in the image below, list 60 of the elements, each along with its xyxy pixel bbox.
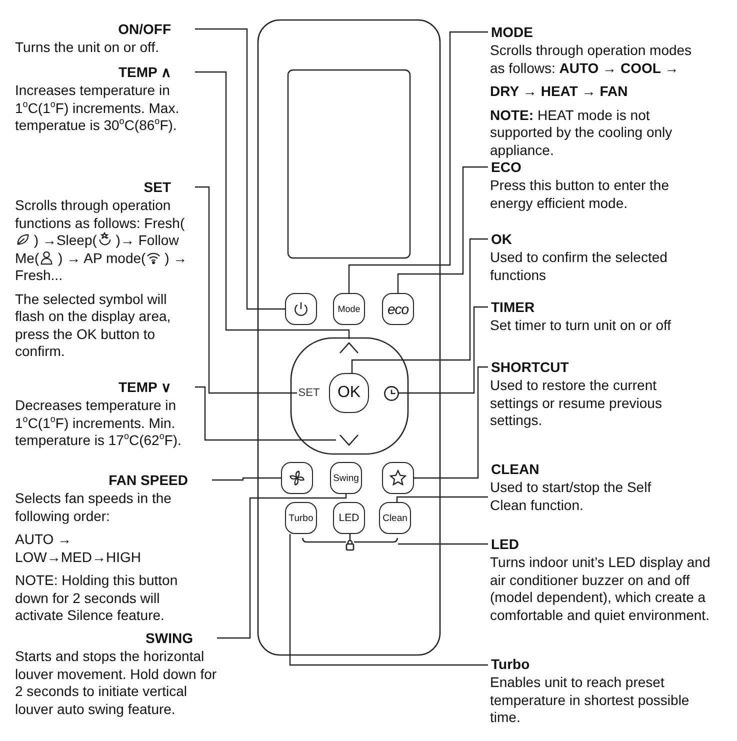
- callout-heading: MODE: [491, 24, 533, 40]
- callout-heading: OK: [491, 231, 512, 247]
- leader-line: [195, 186, 297, 394]
- callout-text: Starts and stops the horizontal louver movement. Hold down for 2 seconds to initiate vertical louver auto swing feature.: [14, 648, 217, 718]
- callout-text: Used to start/stop the Self Clean function.: [489, 479, 652, 514]
- callout-text: AUTO → LOW→MED→HIGH: [14, 531, 142, 566]
- star-button: [382, 462, 414, 494]
- leader-line: [397, 166, 488, 293]
- callout-text: Decreases temperature in 1$^{o}$C(1$^{o}$F) increments. Min. temperature is 17$^{o}$C(62$^{o}$F).: [14, 397, 182, 450]
- callout-heading: TEMP ∧: [118, 64, 171, 80]
- callout-text: Turns indoor unit’s LED display and air conditioner buzzer on and off (model dependent), which create a comfortable and quiet environment.: [489, 554, 712, 624]
- callout-text: The selected symbol will flash on the display area, press the OK button to confirm.: [14, 290, 172, 360]
- callout-text: Selects fan speeds in the following order:: [14, 490, 172, 525]
- leader-line: [195, 28, 285, 310]
- leader-line: [414, 366, 488, 479]
- callout-text: Scrolls through operation modes as follows: AUTO → COOL →: [489, 42, 693, 77]
- leader-line: [396, 496, 488, 502]
- set-label: SET: [297, 386, 321, 400]
- callout-text: Used to restore the current settings or resume previous settings.: [489, 377, 663, 430]
- callout-heading: LED: [491, 536, 519, 552]
- leader-line: [195, 386, 336, 441]
- callout-heading: FAN SPEED: [108, 472, 188, 488]
- leader-line: [348, 31, 488, 293]
- swing-button: Swing: [330, 462, 362, 494]
- leader-line: [289, 534, 488, 666]
- callout-heading: CLEAN: [491, 461, 540, 477]
- turbo-button: Turbo: [285, 502, 317, 534]
- leader-line: [212, 477, 281, 481]
- callout-heading: SWING: [146, 630, 193, 646]
- leader-line: [398, 306, 488, 394]
- clock-icon: [384, 386, 398, 400]
- led-button: LED: [333, 502, 365, 534]
- callout-text: NOTE: Holding this button down for 2 seconds will activate Silence feature.: [14, 572, 179, 624]
- fan-button: [281, 462, 313, 494]
- leader-line: [195, 71, 350, 339]
- callout-heading: SET: [144, 179, 171, 195]
- leader-line: [351, 238, 488, 373]
- mode-button: Mode: [333, 293, 365, 325]
- callout-heading: ECO: [491, 159, 522, 175]
- eco-button: eco: [382, 293, 414, 325]
- callout-heading: TEMP ∨: [118, 379, 171, 395]
- lock-bracket-icon: [302, 534, 398, 552]
- leader-line: [398, 543, 488, 545]
- callout-text: Used to confirm the selected functions: [489, 249, 668, 284]
- ok-button: OK: [329, 373, 369, 413]
- callout-text: Turns the unit on or off.: [14, 39, 160, 56]
- callout-text: Increases temperature in 1$^{o}$C(1$^{o}$F) increments. Max. temperatue is 30$^{o}$C(86$^{o}$F).: [14, 82, 180, 134]
- clean-button: Clean: [379, 502, 411, 534]
- callout-text: Press this button to enter the energy efficient mode.: [489, 177, 670, 212]
- callout-text: DRY → HEAT → FAN: [489, 83, 629, 100]
- callout-heading: ON/OFF: [118, 21, 171, 37]
- callout-text: Enables unit to reach preset temperature in shortest possible time.: [489, 674, 690, 726]
- callout-text: Set timer to turn unit on or off: [489, 317, 672, 334]
- power-button: [285, 293, 317, 325]
- callout-text: Scrolls through operation functions as follows: Fresh( ) →Sleep( )→ Follow Me( ) → AP mode( ) → Fresh...: [14, 197, 188, 284]
- callout-text: NOTE: HEAT mode is not supported by the cooling only appliance.: [489, 106, 674, 159]
- callout-heading: Turbo: [491, 656, 530, 672]
- callout-heading: SHORTCUT: [491, 359, 569, 375]
- callout-heading: TIMER: [491, 299, 535, 315]
- leader-line: [217, 494, 347, 639]
